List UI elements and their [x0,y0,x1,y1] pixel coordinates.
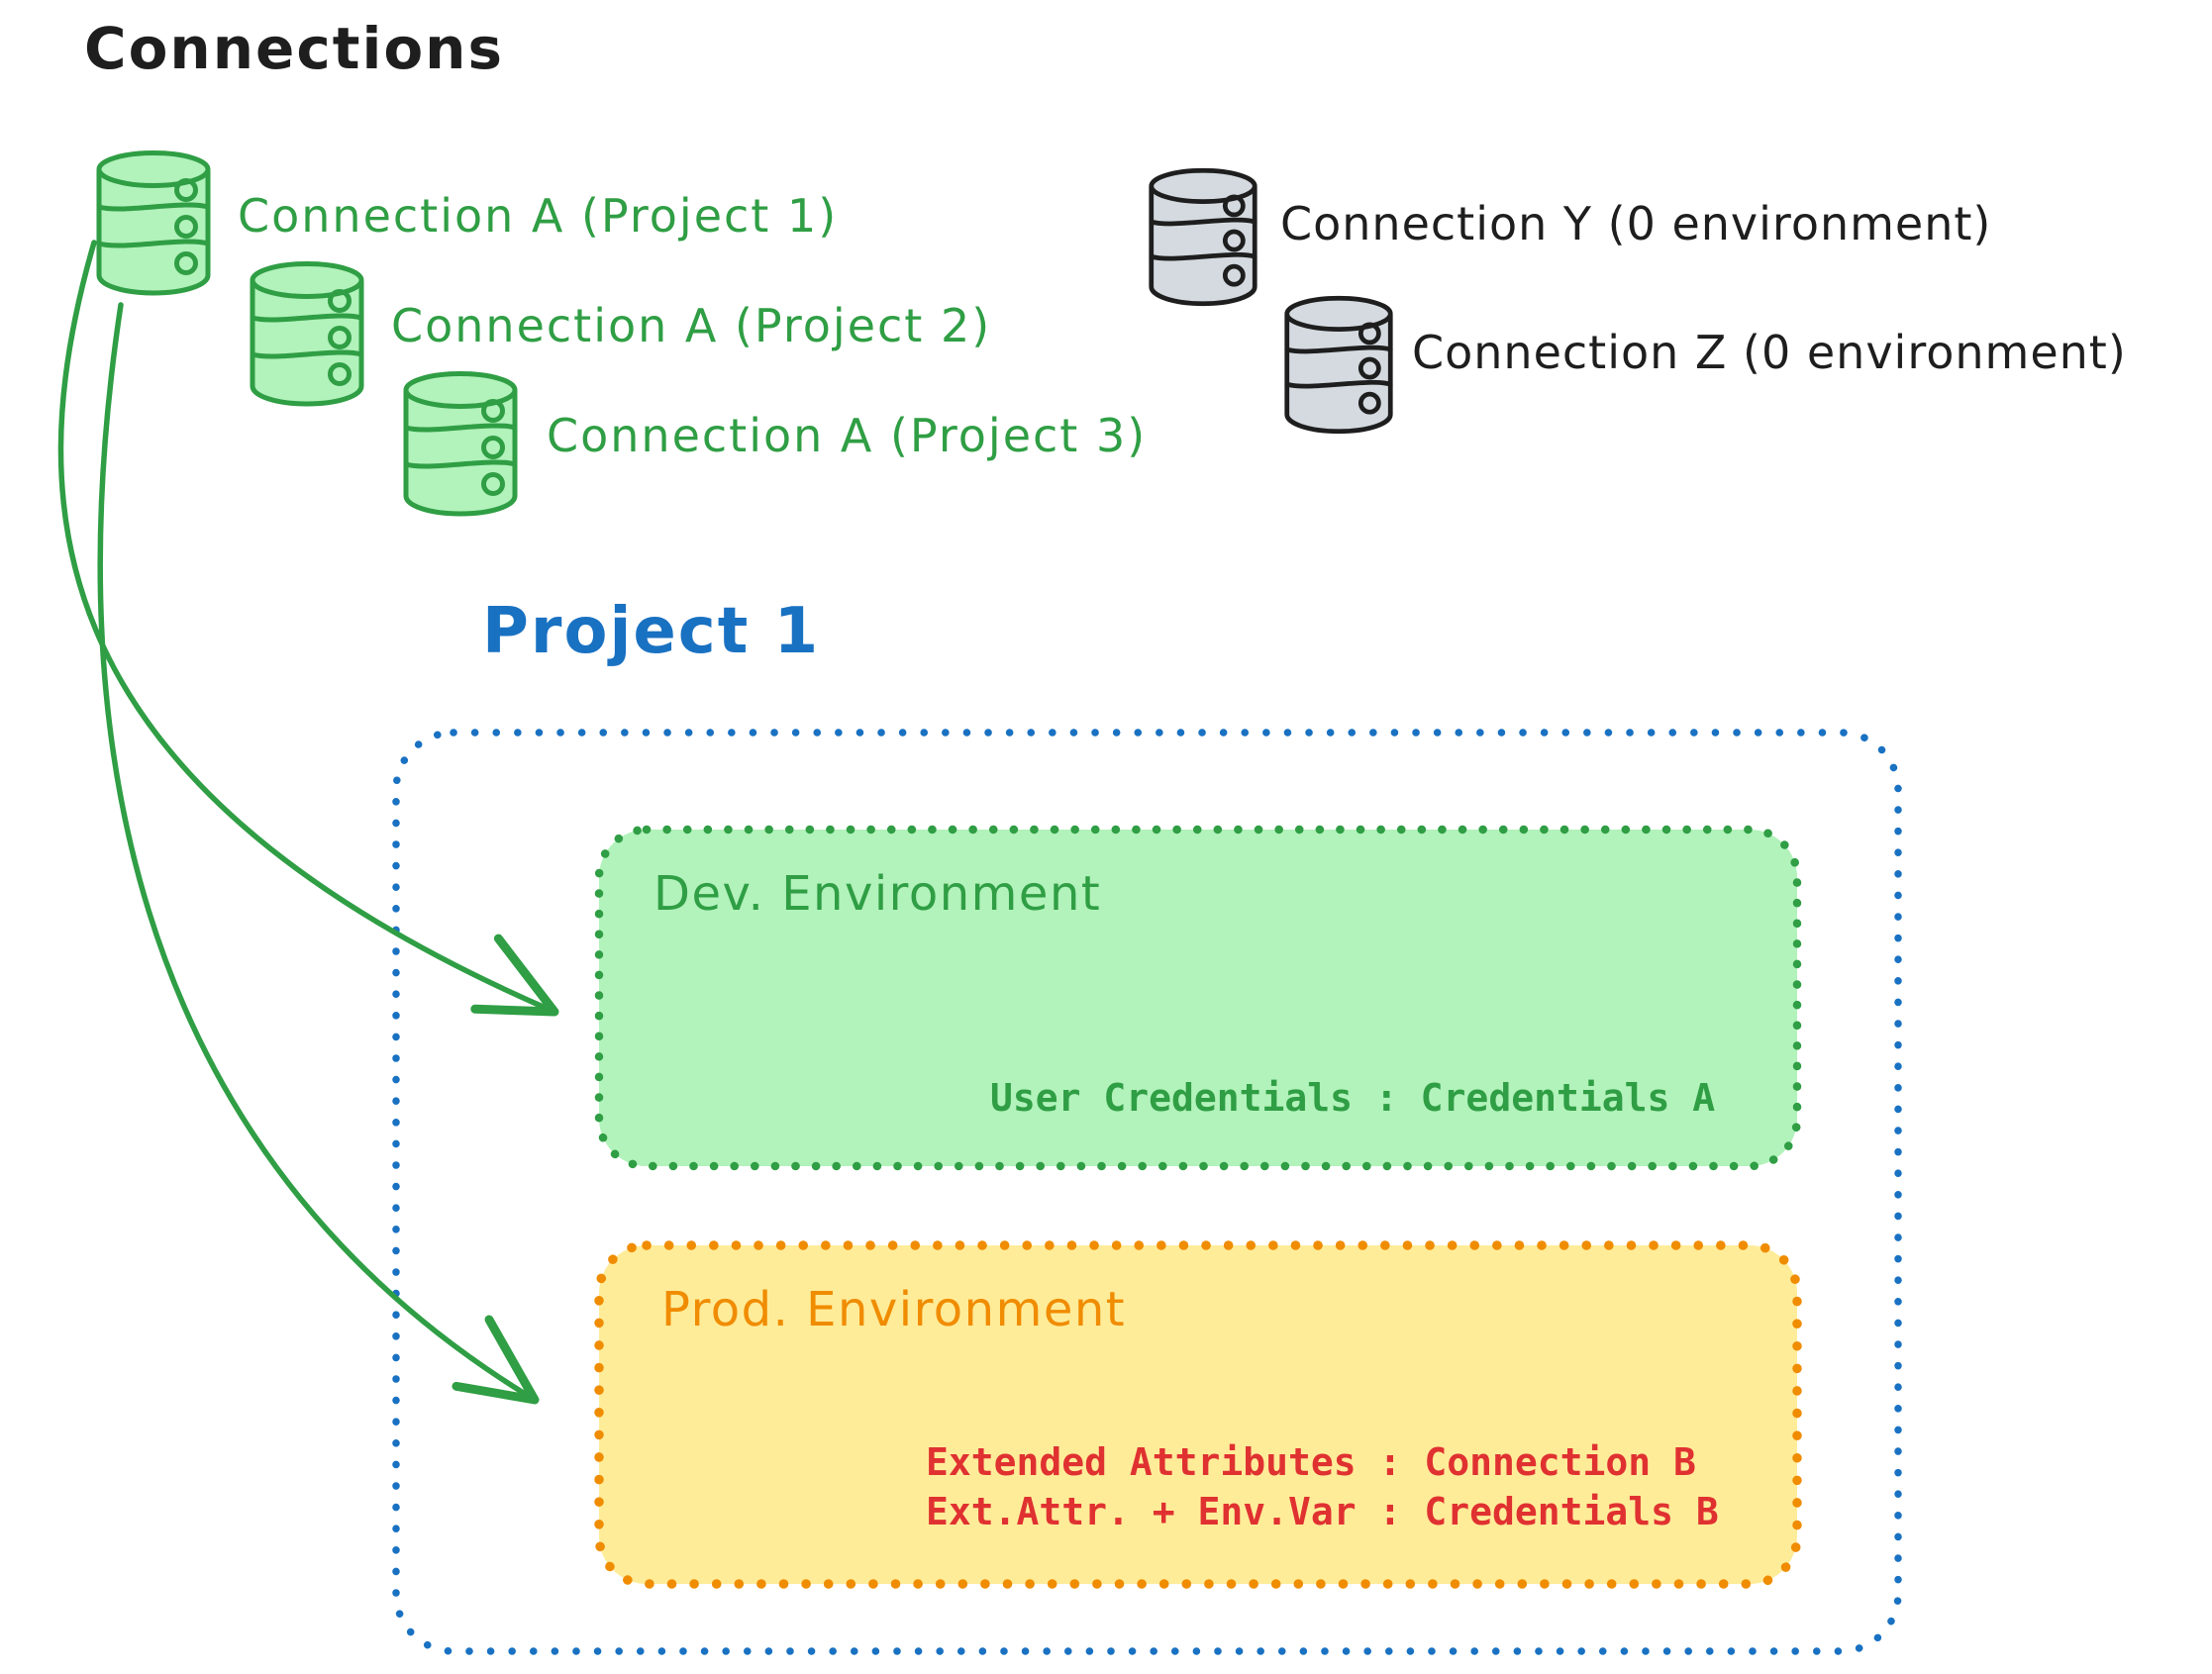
arrow-connection-a-to-prod [97,302,540,1405]
project-1-container-box [392,729,1902,1655]
connection-y-label: Connection Y (0 environment) [1280,197,1992,250]
prod-environment-box [594,1240,1802,1589]
dev-environment-box [594,825,1802,1171]
dev-environment-heading: Dev. Environment [654,866,1102,922]
dev-environment-credentials-text: User Credentials : Credentials A [990,1076,1716,1120]
page-title: Connections [84,15,504,82]
prod-binding-line-2: Ext.Attr. + Env.Var : Credentials B [926,1490,1719,1533]
database-icon-connection-a-project-3 [406,374,515,515]
prod-environment-heading: Prod. Environment [661,1282,1127,1337]
project-1-title: Project 1 [482,595,821,668]
prod-binding-line-1: Extended Attributes : Connection B [926,1440,1696,1484]
prod-environment-credentials-text: Extended Attributes : Connection B Ext.A… [926,1437,1719,1536]
connection-a-project-2-label: Connection A (Project 2) [391,299,992,352]
connection-a-project-3-label: Connection A (Project 3) [547,409,1148,462]
database-icon-connection-a-project-2 [252,264,361,405]
database-icon-connection-z [1287,298,1391,431]
database-icon-connection-a-project-1 [99,153,208,294]
connection-z-label: Connection Z (0 environment) [1412,326,2127,379]
database-icon-connection-y [1152,170,1256,303]
connection-a-project-1-label: Connection A (Project 1) [238,189,839,243]
